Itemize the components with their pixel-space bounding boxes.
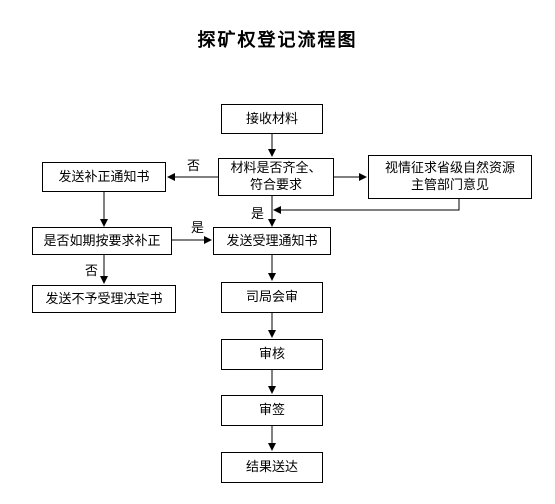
node-consult: 视情征求省级自然资源 主管部门意见 — [368, 155, 532, 199]
node-accept: 发送受理通知书 — [213, 227, 331, 255]
node-notify-supplement: 发送补正通知书 — [42, 162, 166, 192]
label-yes-consult: 是 — [251, 207, 265, 222]
node-deliver: 结果送达 — [221, 452, 323, 483]
node-check: 材料是否齐全、 符合要求 — [218, 158, 334, 196]
arrow-consult-to-accept — [273, 199, 460, 214]
label-no-ontime: 否 — [85, 264, 99, 279]
label-yes-ontime: 是 — [191, 221, 205, 236]
page-title: 探矿权登记流程图 — [197, 30, 358, 51]
node-audit: 审核 — [221, 339, 323, 370]
label-no-check: 否 — [187, 159, 201, 174]
node-review: 司局会审 — [221, 282, 323, 313]
node-reject: 发送不予受理决定书 — [32, 285, 176, 313]
node-receive: 接收材料 — [221, 104, 323, 134]
node-on-time: 是否如期按要求补正 — [32, 227, 172, 255]
node-sign: 审签 — [221, 395, 323, 426]
